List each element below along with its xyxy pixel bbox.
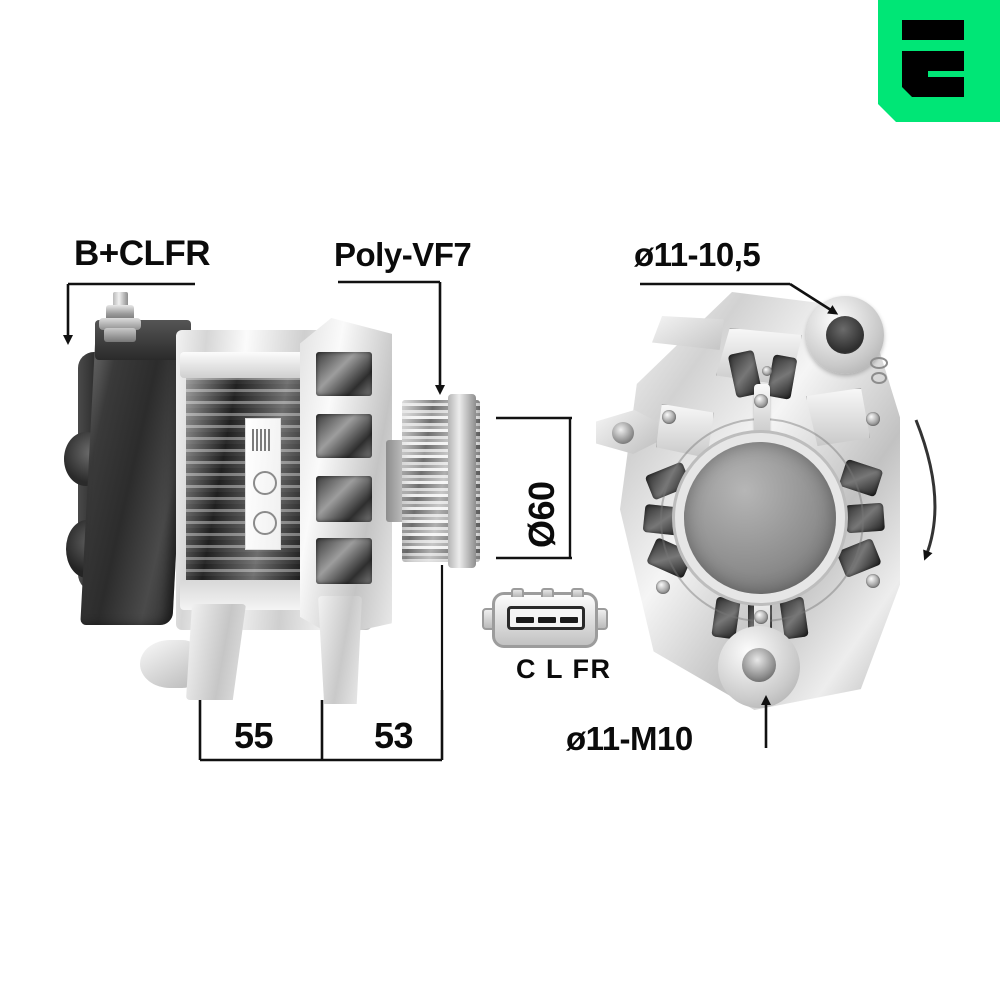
through-bolt-head [866,412,880,426]
mounting-foot-right [318,596,362,704]
center-spoke [754,384,770,442]
rotation-direction-arrow [914,419,937,561]
vent-window [316,476,372,522]
label-b-plus-terminal: B+CLFR [74,234,211,273]
side-mounting-hole [612,422,634,444]
connector-pin-fr [560,617,578,623]
barcode-mark [252,429,272,451]
pivot-pin-lower [754,610,768,624]
lower-mounting-hole [742,648,776,682]
label-pulley-diameter: Ø60 [521,481,562,548]
connector-pin-l [538,617,556,623]
label-dimension-53: 53 [374,715,414,756]
connector-nub [541,588,554,597]
connector-window [507,606,585,630]
vent-window [316,538,372,584]
regulator-brush-cover [80,330,188,625]
through-bolt-head [662,410,676,424]
stud-washer [99,318,141,330]
logo-e-icon [902,20,964,97]
pulley-outer-rim [448,394,476,568]
upper-mounting-hole [826,316,864,354]
mounting-foot-left [186,604,246,700]
pivot-pin-upper [754,394,768,408]
stud-nut [106,305,134,321]
drive-end-housing [300,318,392,636]
bearing-boss [684,442,836,594]
label-pulley-profile: Poly-VF7 [334,236,472,273]
upper-locating-tab [652,316,724,350]
through-bolt-head [762,366,772,376]
approval-mark-1-icon [253,471,277,495]
stud-base [104,328,136,342]
label-dimension-55: 55 [234,715,274,756]
spec-sticker [245,418,281,550]
through-bolt-head [866,574,880,588]
connector-pin-c [516,617,534,623]
label-connector-pins: C L FR [516,654,612,684]
connector-nub [571,588,584,597]
label-mount-hole-upper: ø11-10,5 [634,236,761,273]
brand-logo [878,0,1000,122]
label-mount-hole-lower: ø11-M10 [566,720,693,757]
vent-window [316,352,372,396]
connector-nub [511,588,524,597]
alternator-rear-view [596,292,900,710]
connector-body [492,588,598,648]
through-bolt-head [656,580,670,594]
vent-window [316,414,372,458]
cast-marking-icon [870,357,888,384]
approval-mark-2-icon [253,511,277,535]
